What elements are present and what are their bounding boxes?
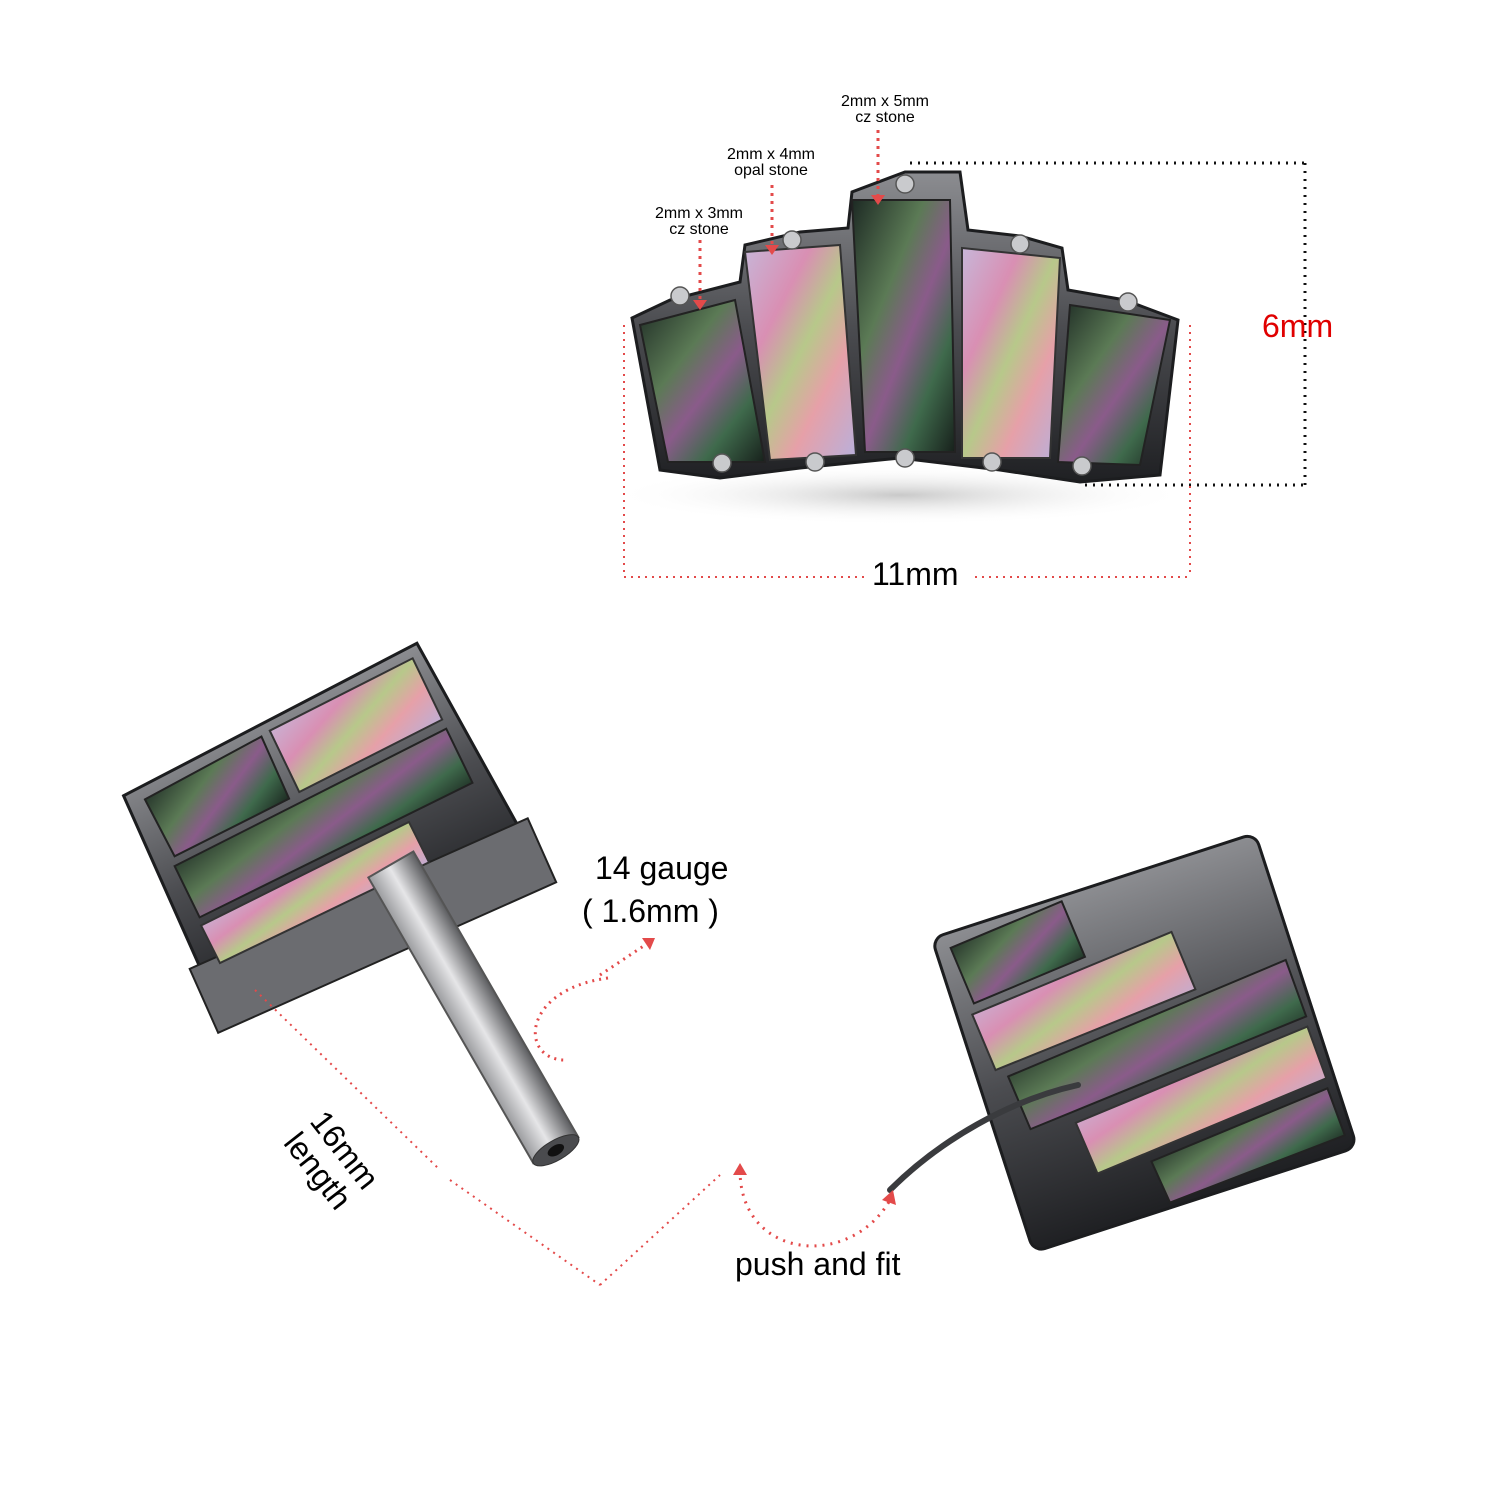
front-view-shadow — [610, 465, 1190, 525]
right-stone-opal-1 — [970, 930, 1197, 1072]
gauge-label: 14 gauge — [595, 850, 729, 886]
width-label: 11mm — [872, 556, 959, 592]
push-fit-arrowheads — [733, 1163, 896, 1205]
side-view-with-pin — [887, 834, 1356, 1251]
stone-cz-right — [1056, 303, 1172, 467]
threadless-bar — [366, 850, 580, 1167]
stone-side-size: 2mm x 3mm — [655, 205, 743, 222]
push-fit-arrow — [738, 1169, 892, 1248]
push-fit-label: push and fit — [735, 1246, 901, 1282]
side-view-with-bar — [121, 641, 580, 1167]
height-label: 6mm — [1262, 308, 1334, 344]
stone-center-type: cz stone — [855, 109, 915, 126]
side-stone-cz-2 — [173, 727, 474, 919]
right-stone-cz-3 — [1150, 1087, 1347, 1204]
side-stone-opal-2 — [199, 820, 431, 965]
stone-side-label: 2mm x 3mm cz stone — [643, 206, 755, 238]
gauge-arrowhead — [642, 938, 655, 950]
side-stone-opal-1 — [268, 656, 444, 794]
stone-side-type: cz stone — [669, 221, 729, 238]
stone-center-size: 2mm x 5mm — [841, 93, 929, 110]
side-stone-cz-1 — [143, 735, 291, 858]
stone-cz-center — [850, 199, 957, 453]
right-stone-opal-2 — [1074, 1025, 1328, 1175]
stone-cz-left — [638, 298, 767, 463]
width-dimension-lines — [623, 325, 1191, 578]
stone-callout-leaders — [698, 130, 880, 300]
stone-opal-left — [743, 243, 858, 462]
stone-center-label: 2mm x 5mm cz stone — [830, 94, 940, 126]
gauge-callout — [533, 943, 646, 1062]
stone-opal-label: 2mm x 4mm opal stone — [715, 147, 827, 179]
threadless-pin — [887, 1082, 1081, 1193]
stone-opal-right — [961, 246, 1062, 459]
height-dimension-lines — [910, 161, 1307, 487]
gauge-mm-label: ( 1.6mm ) — [582, 893, 719, 929]
stone-opal-type: opal stone — [734, 162, 808, 179]
prongs — [670, 174, 1138, 476]
right-stone-cz-2 — [1006, 958, 1308, 1131]
stone-opal-size: 2mm x 4mm — [727, 146, 815, 163]
stone-callout-arrowheads — [693, 195, 885, 310]
right-stone-cz-1 — [949, 900, 1087, 1005]
length-dimension-lines — [254, 989, 721, 1286]
